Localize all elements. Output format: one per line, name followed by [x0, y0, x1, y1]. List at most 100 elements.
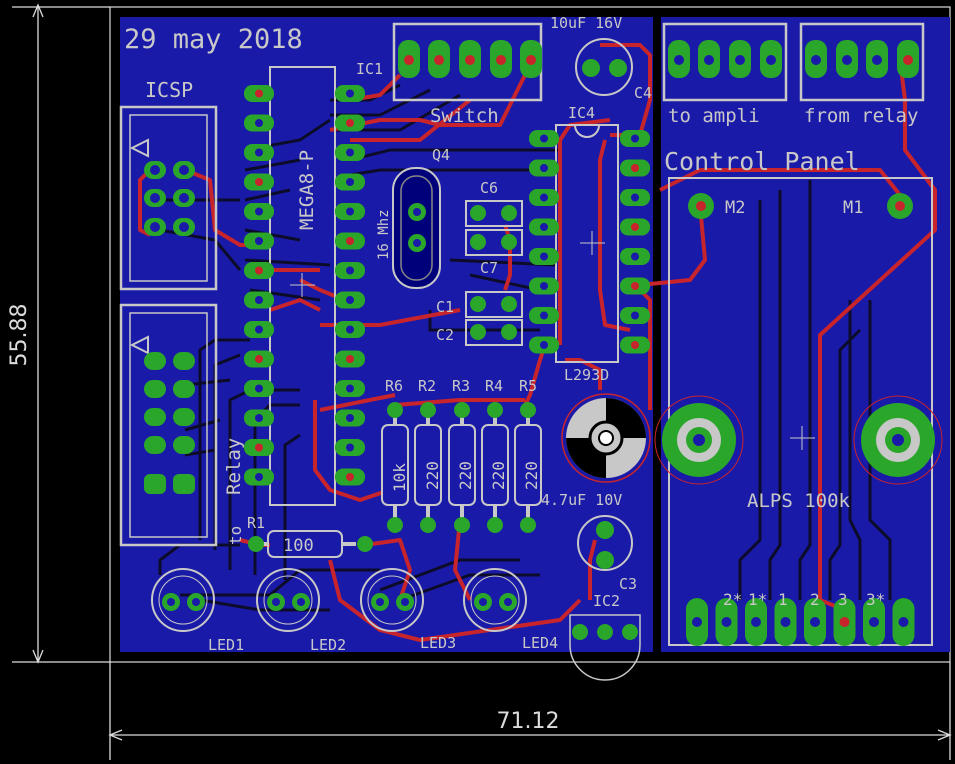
ic1-pin-right-hole: [346, 148, 354, 157]
resistor-pad-top: [387, 402, 403, 418]
led-inner-ring: [470, 575, 520, 625]
ic1-pin-left-hole: [255, 414, 263, 422]
ic1-pin-right-hole: [346, 89, 354, 98]
resistor-body: [381, 424, 409, 506]
ic2-outline: [569, 614, 641, 681]
led4-label: LED4: [522, 634, 558, 652]
pot-pins: [686, 598, 915, 646]
relay-label: Relay: [223, 438, 245, 495]
small-cap-pads: [470, 205, 517, 340]
r4-value: 220: [489, 461, 508, 490]
height-dimension-label: 55.88: [7, 304, 32, 367]
ic1-pin-right-hole: [346, 355, 354, 363]
m2-label: M2: [725, 198, 745, 218]
r2-label: R2: [418, 377, 436, 395]
ic4-pin-right-hole: [631, 282, 639, 290]
ic1-pin-left-hole: [255, 355, 263, 363]
alps-label: ALPS 100k: [747, 490, 851, 512]
ic1-pin-left-hole: [255, 237, 263, 245]
crystal-pad-top-hole: [413, 208, 421, 216]
ic1-pin-right-hole: [346, 414, 354, 422]
ic1-pin-left-hole: [255, 207, 263, 216]
switch-label: Switch: [430, 105, 499, 127]
pot-pin-hole: [692, 617, 702, 627]
l293d-label: L293D: [564, 366, 609, 384]
ic4-pin-right-hole: [631, 134, 639, 143]
resistor-body: [481, 424, 509, 506]
resistor-pad-bottom: [487, 517, 503, 533]
pot-pin-hole: [810, 617, 820, 627]
ic1-pin-right-hole: [346, 473, 354, 481]
r5-label: R5: [519, 377, 537, 395]
ic1-pin-right-hole: [346, 237, 354, 245]
width-dimension-label: 71.12: [497, 709, 560, 734]
r1-label: R1: [247, 514, 265, 532]
led2-label: LED2: [310, 636, 346, 654]
led1-label: LED1: [208, 636, 244, 654]
ic4-pin-right-hole: [631, 311, 639, 320]
to-label: to: [226, 526, 245, 545]
led-inner-ring: [263, 575, 313, 625]
ic1-pins: [244, 85, 365, 486]
r1-pad-right: [357, 536, 373, 552]
pot-pin-2-label: 2: [810, 590, 820, 609]
ic4-pin-left-hole: [540, 193, 548, 202]
r3-value: 220: [456, 461, 475, 490]
from-relay-label: from relay: [804, 105, 918, 127]
ic1-pin-left-hole: [255, 443, 263, 452]
icsp-label: ICSP: [145, 78, 193, 102]
relay-pin1-marker: [129, 335, 149, 355]
cap-10v-label: 4.7uF 10V: [541, 491, 622, 509]
ic1-pin-left-hole: [255, 148, 263, 157]
resistor-pad-bottom: [387, 517, 403, 533]
to-ampli-pins: [668, 40, 782, 78]
ic1-pin-right-hole: [346, 296, 354, 304]
crystal-freq-label: 16 Mhz: [376, 209, 392, 260]
crosshairs: [290, 231, 815, 450]
relay-pins: [144, 352, 195, 494]
led-hole: [272, 598, 280, 606]
pot-pin-1s-label: 1*: [748, 590, 767, 609]
pot-pin-1-label: 1: [778, 590, 788, 609]
ic1-pin-right-hole: [346, 207, 354, 216]
c3-outline: [577, 515, 633, 571]
ic4-notch: [574, 124, 600, 138]
led-hole: [479, 598, 487, 606]
ic2-pad-1: [572, 624, 588, 640]
mount-hole-left: [654, 395, 744, 485]
ic1-package: [269, 66, 336, 506]
ic1-pin-left-hole: [255, 266, 263, 275]
ic2-pad-3: [622, 624, 638, 640]
led-footprints: [151, 568, 527, 632]
dimension-lines: [12, 3, 952, 760]
m2-hole: [696, 201, 706, 211]
crystal-pad-bottom-hole: [413, 239, 421, 247]
mega8-label: MEGA8-P: [296, 150, 318, 230]
ic1-pin-right-hole: [346, 384, 354, 393]
date-label: 29 may 2018: [124, 24, 303, 55]
icsp-header-inner: [129, 114, 208, 282]
control-panel-label: Control Panel: [664, 147, 860, 176]
ic4-pin-left-hole: [540, 134, 548, 143]
resistor-body: [514, 424, 542, 506]
led-hole: [504, 598, 512, 606]
r1-pad-left: [248, 536, 264, 552]
led-hole: [167, 598, 175, 606]
resistor-pad-bottom: [420, 517, 436, 533]
led-hole: [297, 598, 305, 606]
ic1-pin-left-hole: [255, 89, 263, 98]
ic1-pin-right-hole: [346, 443, 354, 452]
resistor-pad-bottom: [454, 517, 470, 533]
resistor-pad-top: [487, 402, 503, 418]
led-outline: [256, 568, 320, 632]
ic4-pin-left-hole: [540, 311, 548, 320]
crystal-inner: [400, 175, 433, 281]
pot-pin-hole: [751, 617, 761, 627]
c3-label: C3: [619, 575, 637, 593]
ic1-pin-left-hole: [255, 325, 263, 334]
led-inner-ring: [367, 575, 417, 625]
resistor-values: 10k 220 220 220 220: [390, 461, 541, 492]
ic1-pin-right-hole: [346, 119, 354, 127]
from-relay-pins: [805, 40, 919, 78]
